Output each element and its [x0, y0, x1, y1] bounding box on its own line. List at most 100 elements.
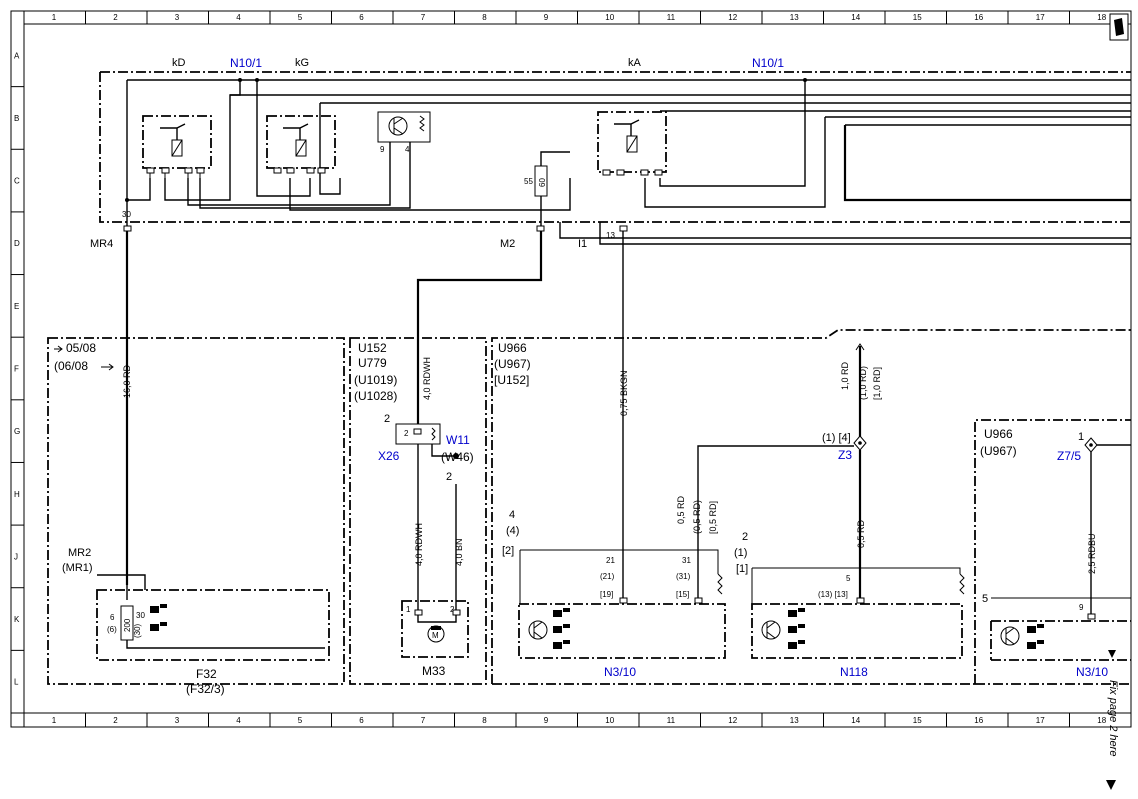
code-u152: U152 [358, 341, 387, 355]
pin-6: 6 [110, 613, 115, 622]
code-u967: (U967) [494, 357, 531, 371]
label-w11: W11 [446, 433, 470, 447]
pin-21b: (21) [600, 572, 615, 581]
fuse-200-value: 200 [123, 618, 132, 632]
pin-5-right: 5 [982, 593, 988, 605]
code-u1028: (U1028) [354, 389, 397, 403]
date-arrow-2: (06/08 [54, 359, 88, 373]
label-n3-10-a: N3/10 [604, 665, 636, 679]
grid-col-6: 6 [359, 716, 364, 725]
pin-13: 13 [606, 231, 615, 240]
wire-16-rd: 16,0 RD [122, 364, 132, 398]
wire-1-rd-paren: (1,0 RD) [858, 366, 868, 400]
grid-col-4: 4 [236, 716, 241, 725]
transistor-icon-n310 [528, 620, 548, 640]
grid-row-G: G [14, 427, 20, 436]
ground-symbols-n118 [788, 608, 805, 649]
label-kd: kD [172, 57, 186, 69]
label-z7-5: Z7/5 [1057, 449, 1081, 463]
grid-col-4: 4 [236, 13, 241, 22]
label-f32-3: (F32/3) [186, 682, 225, 696]
grid-col-17: 17 [1036, 13, 1045, 22]
grid-row-L: L [14, 678, 19, 687]
grid-col-8: 8 [482, 716, 487, 725]
code-u152-n310: [U152] [494, 373, 529, 387]
svg-text:M: M [432, 631, 439, 640]
pin-31: 31 [682, 556, 691, 565]
connector-m2: M2 [500, 238, 515, 250]
label-f32: F32 [196, 667, 217, 681]
side-note-fix-page: Fix page 2 here [1107, 680, 1119, 756]
grid-col-12: 12 [728, 716, 737, 725]
code-u966: U966 [498, 341, 527, 355]
grid-col-6: 6 [359, 13, 364, 22]
transistor-icon-n118 [761, 620, 781, 640]
wire-4-rdwh-top: 4,0 RDWH [422, 357, 432, 400]
pin-2-w11: 2 [446, 471, 452, 483]
ground-symbols-right [1027, 624, 1044, 649]
code-u779: U779 [358, 356, 387, 370]
wire-05-rd-d: 0,5 RD [856, 519, 866, 548]
pin-2-bracket: [2] [502, 545, 514, 557]
wire-05-rd-b: (0,5 RD) [692, 500, 702, 534]
code-u1019: (U1019) [354, 373, 397, 387]
pin-1b-n118: [1] [736, 563, 748, 575]
grid-col-15: 15 [913, 716, 922, 725]
pin-30b-f32: (30) [133, 623, 142, 638]
grid-col-7: 7 [421, 716, 426, 725]
relay-ka [597, 111, 667, 173]
grid-row-E: E [14, 302, 19, 311]
grid-col-1: 1 [52, 716, 57, 725]
pin-31b: (31) [676, 572, 691, 581]
label-n118: N118 [840, 665, 868, 679]
pin-30: 30 [122, 210, 131, 219]
wire-1-rd: 1,0 RD [840, 361, 850, 390]
grid-col-13: 13 [790, 13, 799, 22]
pin-19: [19] [600, 590, 613, 599]
pin-55: 55 [524, 177, 533, 186]
label-mr1: (MR1) [62, 562, 93, 574]
label-mr2: MR2 [68, 547, 91, 559]
code-u966-right: U966 [984, 427, 1013, 441]
grid-col-9: 9 [544, 13, 549, 22]
wire-4-bn: 4,0 BN [454, 538, 464, 566]
outer-frame [10, 10, 1132, 728]
grid-col-17: 17 [1036, 716, 1045, 725]
pin-13-n118: (13) [13] [818, 590, 848, 599]
wire-4-rdwh: 4,0 RDWH [414, 523, 424, 566]
grid-row-H: H [14, 490, 20, 499]
motor-m33 [401, 600, 469, 658]
relay-kg [266, 115, 336, 169]
pin-30-f32: 30 [136, 611, 145, 620]
grid-col-2: 2 [113, 13, 118, 22]
pin-5-n118: 5 [846, 574, 851, 583]
label-kg: kG [295, 57, 309, 69]
pin-6b: (6) [107, 625, 117, 634]
wire-25-rdbu: 2,5 RDBU [1087, 533, 1097, 574]
transistor-block [377, 111, 431, 143]
grid-col-5: 5 [298, 13, 303, 22]
grid-col-10: 10 [605, 716, 614, 725]
grid-row-F: F [14, 365, 19, 374]
pin-1-n118: (1) [734, 547, 747, 559]
z3-pins: (1) [4] [822, 432, 851, 444]
grid-col-3: 3 [175, 13, 180, 22]
connector-mr4: MR4 [90, 238, 113, 250]
pin-2-n118: 2 [742, 531, 748, 543]
section-right-boundary [974, 419, 1131, 684]
grid-row-K: K [14, 615, 20, 624]
grid-col-2: 2 [113, 716, 118, 725]
wire-075-bkgn: 0,75 BKGN [619, 370, 629, 416]
wire-1-rd-bracket: [1,0 RD] [872, 367, 882, 400]
label-z3: Z3 [838, 448, 852, 462]
fuse-box-f32 [96, 589, 330, 661]
module-n118 [751, 603, 963, 659]
module-n3-10-b [990, 620, 1131, 661]
grid-col-14: 14 [851, 716, 860, 725]
pin-15: [15] [676, 590, 689, 599]
grid-col-9: 9 [544, 716, 549, 725]
grid-col-15: 15 [913, 13, 922, 22]
grid-col-18: 18 [1097, 13, 1106, 22]
corner-page-icon [1114, 18, 1124, 36]
wire-05-rd-a: 0,5 RD [676, 495, 686, 524]
